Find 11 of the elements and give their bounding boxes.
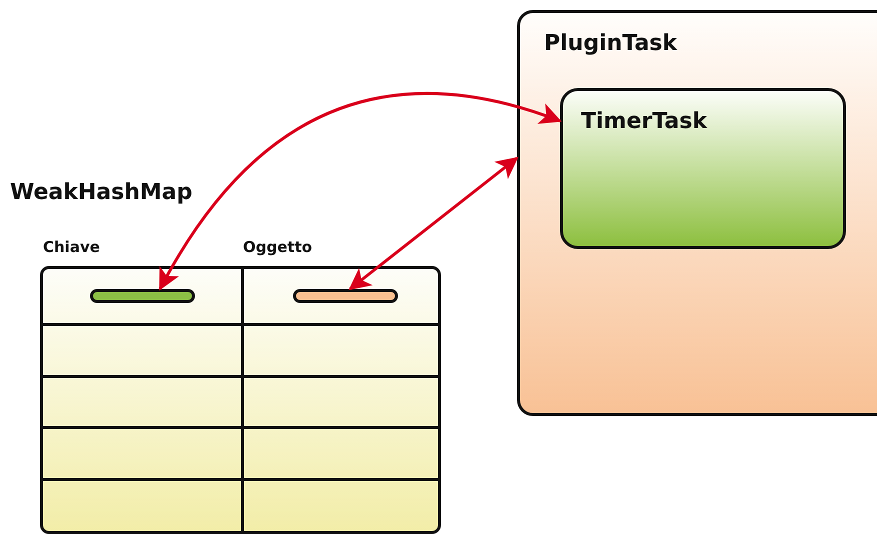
double-arrow	[348, 156, 518, 290]
box-title: PluginTask	[544, 31, 678, 56]
process-box	[560, 88, 846, 249]
double-arrow	[158, 92, 562, 291]
container-box	[517, 10, 877, 416]
pointer-bar	[90, 289, 195, 303]
column-header: Chiave	[43, 238, 100, 256]
table-title: WeakHashMap	[10, 180, 192, 205]
column-header: Oggetto	[243, 238, 312, 256]
box-title: TimerTask	[581, 109, 707, 134]
pointer-bar	[293, 289, 398, 303]
